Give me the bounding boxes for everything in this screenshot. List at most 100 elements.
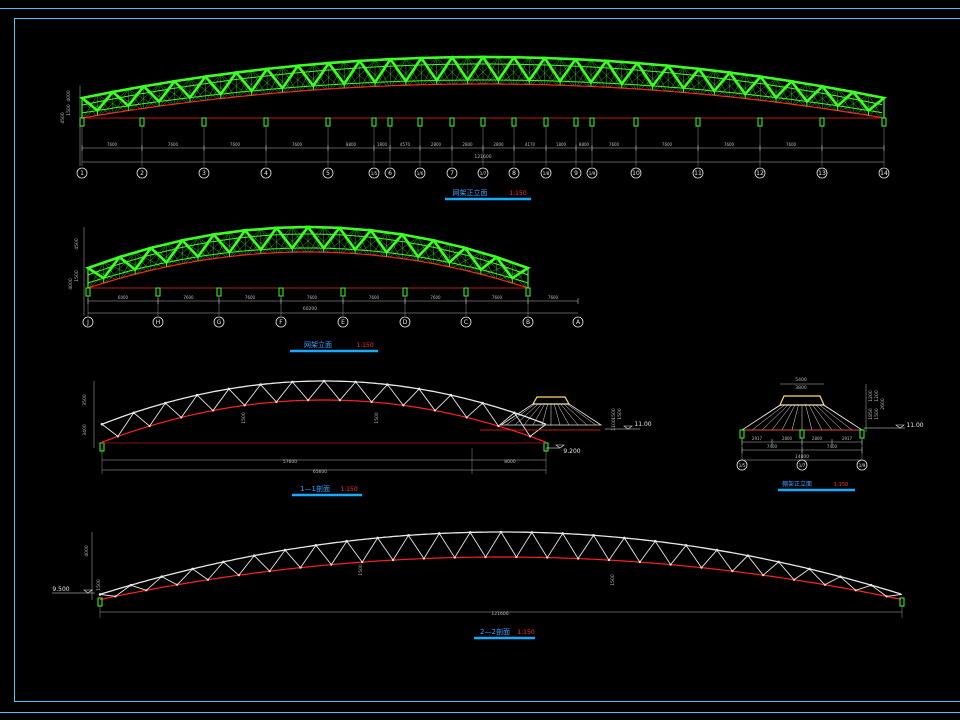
front-seg-dim-label: 1800 bbox=[377, 142, 388, 147]
s22-diagonal bbox=[886, 593, 903, 597]
front-axis-14-circle bbox=[630, 167, 642, 179]
s22-diagonal bbox=[346, 540, 363, 563]
s22-node bbox=[191, 567, 194, 571]
cap-right-dim-1: 1200 bbox=[868, 390, 874, 402]
s22-node bbox=[684, 543, 688, 547]
s22-diagonal bbox=[855, 584, 872, 591]
front-axis-5-label: 1/5 bbox=[371, 171, 378, 176]
cap-axis-0-label: 1/5 bbox=[739, 463, 746, 468]
cap-rib bbox=[771, 404, 792, 431]
web-member bbox=[347, 59, 376, 89]
front-axis-3-label: 4 bbox=[264, 170, 268, 177]
cap-total-dim: 14800 bbox=[795, 454, 809, 460]
s22-node bbox=[330, 563, 333, 566]
support-column bbox=[278, 287, 284, 297]
web-member bbox=[624, 64, 653, 89]
web-member bbox=[97, 94, 126, 112]
v-web bbox=[493, 254, 531, 280]
s22-node bbox=[453, 556, 456, 559]
side-seg-dim-label: 7600 bbox=[430, 295, 441, 300]
s11-elevation-mark: 9.200 bbox=[563, 448, 580, 455]
s11-node bbox=[512, 411, 516, 415]
s11-diagonal bbox=[466, 402, 483, 418]
web-member bbox=[452, 252, 481, 268]
web-member bbox=[578, 60, 607, 87]
s11-cap-rib bbox=[563, 403, 588, 426]
s11-node bbox=[417, 387, 421, 391]
web-member bbox=[837, 88, 866, 116]
s22-node bbox=[823, 583, 826, 586]
s11-node bbox=[227, 387, 231, 391]
cap-scale: 1:150 bbox=[834, 482, 848, 488]
front-seg-dim-label: 7600 bbox=[609, 142, 620, 147]
s22-bottom-chord bbox=[99, 556, 902, 601]
s11-cap-dim-1: 1500 bbox=[611, 408, 617, 420]
s22-diagonal bbox=[546, 533, 564, 558]
support-column bbox=[216, 287, 222, 297]
v-web bbox=[79, 89, 117, 113]
front-seg-dim-label: 2800 bbox=[493, 142, 504, 147]
support-column bbox=[589, 117, 595, 127]
support-column bbox=[79, 117, 85, 127]
web-member bbox=[563, 59, 592, 86]
support-column bbox=[525, 287, 531, 297]
side-scale: 1:150 bbox=[356, 342, 373, 349]
s11-diagonal bbox=[434, 394, 452, 411]
support-column bbox=[417, 117, 423, 127]
v-web bbox=[368, 228, 405, 255]
side-axis-4-label: E bbox=[341, 319, 345, 326]
s22-diagonal bbox=[793, 568, 810, 581]
cap-top-dim-1: 5400 bbox=[795, 377, 807, 383]
front-axis-1-circle bbox=[136, 167, 148, 179]
s22-diagonal bbox=[608, 537, 625, 561]
s11-cap-top bbox=[531, 396, 571, 405]
v-web bbox=[242, 226, 280, 252]
cap-axis-0-circle bbox=[736, 459, 748, 471]
s11-node bbox=[100, 422, 104, 426]
s22-node bbox=[283, 548, 287, 552]
web-member bbox=[439, 56, 468, 85]
cap-elevation-mark: 11.00 bbox=[906, 422, 923, 429]
s22-total-dim: 121600 bbox=[491, 611, 508, 617]
s11-node bbox=[259, 383, 262, 386]
cap-axis-1-label: 1/7 bbox=[799, 463, 806, 468]
s11-cap-rib bbox=[560, 403, 579, 426]
web-member bbox=[100, 88, 129, 116]
s11-node bbox=[180, 416, 183, 419]
s22-diagonal bbox=[485, 531, 502, 558]
s22-diagonal bbox=[531, 532, 548, 558]
side-axis-6-circle bbox=[460, 316, 472, 328]
support-column bbox=[139, 117, 145, 127]
web-member bbox=[532, 58, 561, 85]
s22-diagonal bbox=[361, 537, 378, 563]
s22-diagonal bbox=[315, 545, 332, 565]
front-axis-17-label: 13 bbox=[818, 170, 826, 177]
cap-sub-dim-label: 7400 bbox=[767, 444, 778, 449]
s11-diagonal bbox=[276, 381, 293, 403]
front-axis-13-label: 1/9 bbox=[589, 171, 596, 176]
cap-axis-2-label: 1/9 bbox=[859, 463, 866, 468]
s11-diagonal bbox=[165, 402, 182, 418]
s11-diagonal bbox=[260, 384, 277, 403]
web-member bbox=[449, 243, 478, 274]
web-member bbox=[192, 74, 221, 102]
frame-bottom-line bbox=[0, 712, 960, 713]
s22-top-chord bbox=[99, 531, 902, 596]
web-member bbox=[131, 83, 160, 111]
s11-node bbox=[386, 383, 389, 386]
web-member bbox=[516, 57, 545, 85]
s22-diagonal bbox=[778, 561, 795, 581]
cap-rib bbox=[822, 404, 863, 431]
web-member bbox=[169, 237, 199, 267]
s22-elev-triangle bbox=[83, 589, 93, 594]
frame-inner-left-line bbox=[14, 18, 15, 702]
s11-diagonal bbox=[101, 423, 119, 437]
v-web bbox=[326, 59, 363, 87]
v-web bbox=[140, 79, 178, 104]
front-axis-5-circle bbox=[368, 167, 380, 179]
web-member bbox=[417, 237, 447, 267]
s22-node bbox=[777, 560, 780, 564]
support-column bbox=[463, 287, 469, 297]
support-column bbox=[155, 287, 161, 297]
